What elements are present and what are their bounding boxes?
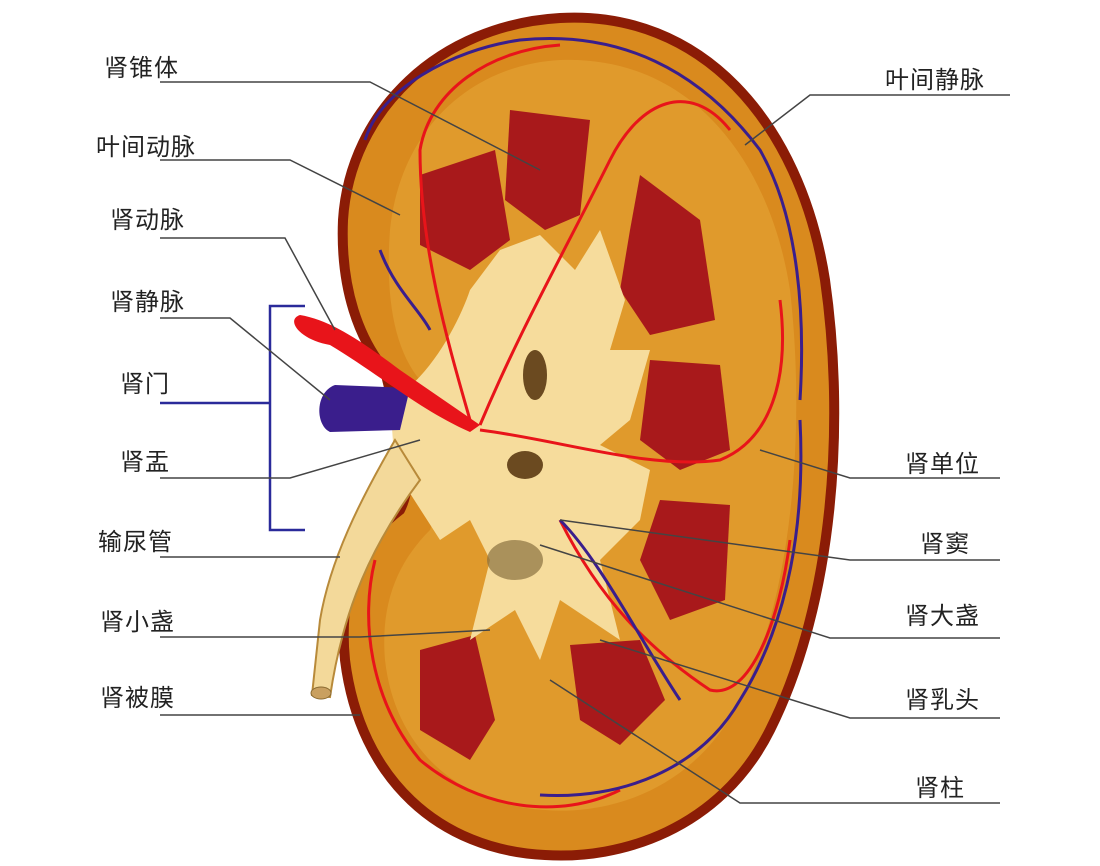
label-renal-pyramid: 肾锥体 (104, 54, 179, 82)
label-renal-hilum: 肾门 (120, 370, 170, 398)
label-renal-papilla: 肾乳头 (905, 686, 980, 714)
pyramid (570, 640, 665, 745)
leader-major-calyx (539, 544, 1000, 639)
label-ureter: 输尿管 (98, 528, 173, 556)
label-interlobar-artery: 叶间动脉 (96, 133, 196, 161)
hilum-bracket (160, 304, 305, 532)
pyramid (505, 110, 590, 230)
label-renal-vein: 肾静脉 (110, 288, 185, 316)
label-interlobar-vein: 叶间静脉 (885, 66, 985, 94)
pyramid (640, 500, 730, 620)
leader-renal-pyramid (160, 81, 541, 171)
pyramid (420, 635, 495, 760)
leader-minor-calyx (160, 629, 491, 638)
leader-interlobar-vein (744, 94, 1010, 146)
label-renal-column: 肾柱 (915, 774, 965, 802)
label-renal-artery: 肾动脉 (110, 206, 185, 234)
leader-nephron (759, 449, 1000, 479)
renal-sinus-shape (390, 230, 650, 660)
leader-renal-column (549, 679, 1000, 804)
renal-pyramids (420, 110, 730, 760)
pyramid (420, 150, 510, 270)
label-renal-pelvis: 肾盂 (120, 448, 170, 476)
renal-artery-shape (294, 315, 480, 432)
leader-renal-sinus (559, 519, 1000, 561)
ureter-shape (310, 438, 422, 699)
label-renal-sinus: 肾窦 (920, 530, 970, 558)
leader-interlobar-artery (160, 159, 401, 216)
renal-vein-shape (319, 385, 410, 432)
pyramid (620, 175, 715, 335)
leader-renal-papilla (599, 639, 1000, 719)
leader-renal-pelvis (160, 439, 421, 479)
label-nephron: 肾单位 (905, 450, 980, 478)
pyramid (640, 360, 730, 470)
leader-renal-artery (160, 237, 336, 331)
label-renal-capsule: 肾被膜 (100, 684, 175, 712)
label-major-calyx: 肾大盏 (905, 602, 980, 630)
vessel-network (363, 37, 804, 809)
leader-lines (160, 81, 1010, 804)
leader-renal-vein (160, 317, 331, 401)
label-minor-calyx: 肾小盏 (100, 608, 175, 636)
